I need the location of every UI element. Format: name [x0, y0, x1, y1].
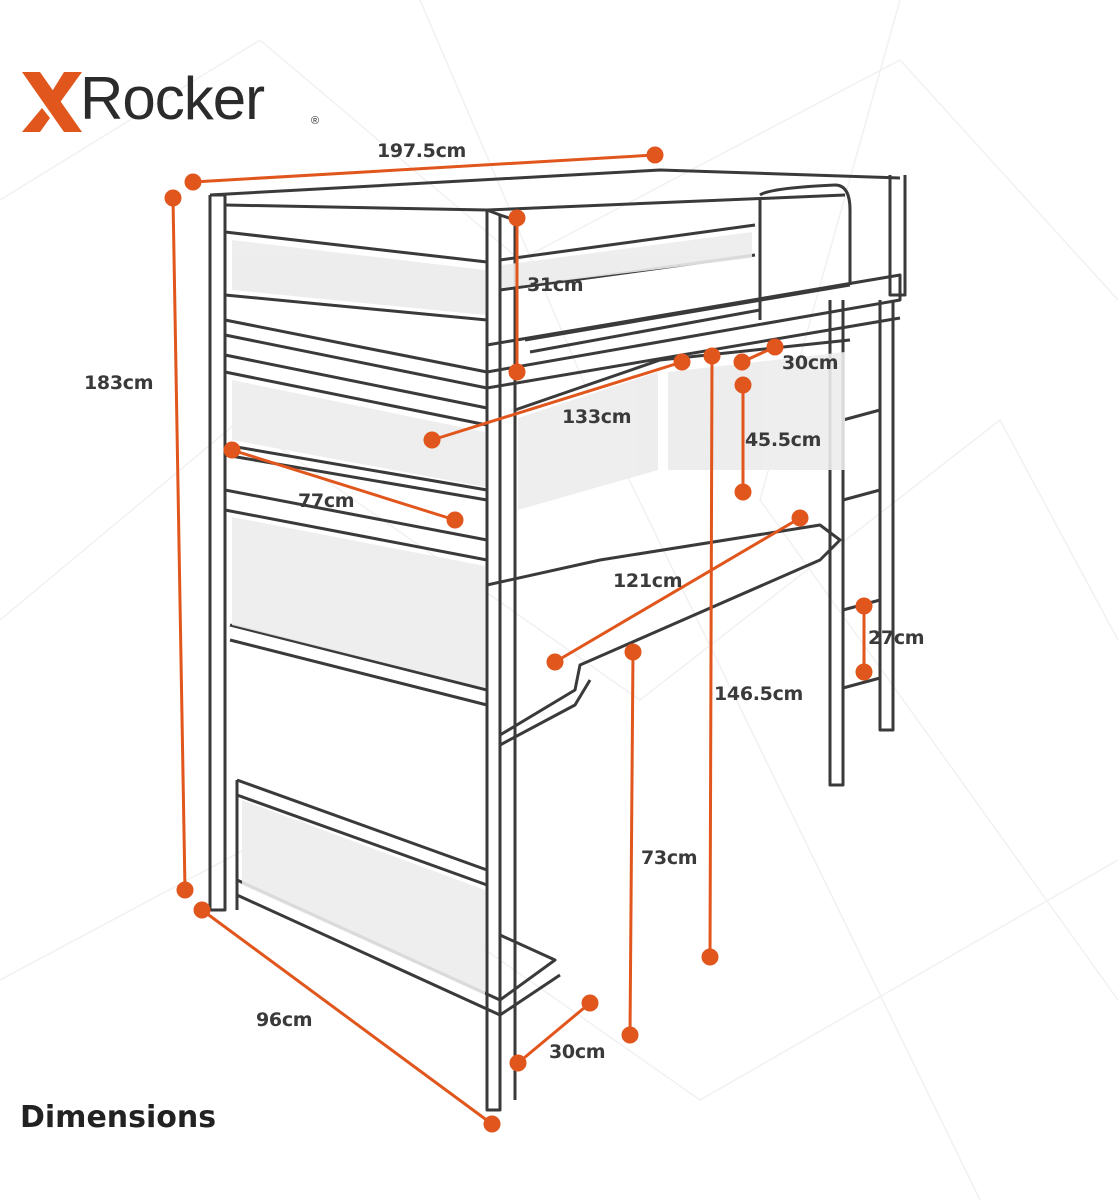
- label-width: 96cm: [256, 1009, 313, 1031]
- dot-footer-b: [581, 994, 599, 1012]
- dot-desk-upper-b: [673, 353, 691, 371]
- dot-length-start: [184, 173, 202, 191]
- dot-deskheight-top: [624, 643, 642, 661]
- dot-width-a: [193, 901, 211, 919]
- label-ladder-step: 27cm: [868, 627, 925, 649]
- dot-gap-bottom: [734, 483, 752, 501]
- dot-deskheight-bottom: [621, 1026, 639, 1044]
- dot-shelfdepth-a: [733, 353, 751, 371]
- label-length: 197.5cm: [377, 140, 467, 162]
- label-shelf-gap: 45.5cm: [745, 429, 822, 451]
- dot-underside-top: [703, 347, 721, 365]
- dot-width-b: [483, 1115, 501, 1133]
- dot-ladder-bottom: [855, 663, 873, 681]
- dot-footer-a: [509, 1054, 527, 1072]
- brand-name: Rocker: [80, 65, 265, 132]
- dot-height-top: [164, 189, 182, 207]
- dot-shelf-a: [223, 441, 241, 459]
- label-footer-depth: 30cm: [549, 1041, 606, 1063]
- x-mark-icon: [22, 72, 82, 132]
- dot-shelfdepth-b: [766, 338, 784, 356]
- label-shelf-depth: 30cm: [782, 352, 839, 374]
- dot-underside-bottom: [701, 948, 719, 966]
- label-underside-height: 146.5cm: [714, 683, 804, 705]
- xrocker-logo: [22, 72, 82, 132]
- dot-rail-bottom: [508, 363, 526, 381]
- label-height: 183cm: [84, 372, 154, 394]
- dot-desk-b: [791, 509, 809, 527]
- caption-title: Dimensions: [20, 1100, 217, 1135]
- dot-shelf-b: [446, 511, 464, 529]
- label-desk-width: 121cm: [613, 570, 683, 592]
- label-desk-height: 73cm: [641, 847, 698, 869]
- dot-ladder-top: [855, 597, 873, 615]
- dimension-lines: [164, 146, 873, 1133]
- dot-length-end: [646, 146, 664, 164]
- dot-rail-top: [508, 209, 526, 227]
- dot-desk-upper-a: [423, 431, 441, 449]
- label-rail-height: 31cm: [527, 274, 584, 296]
- label-shelf-width: 77cm: [298, 490, 355, 512]
- dot-desk-a: [546, 653, 564, 671]
- mesh-panels: [232, 232, 845, 995]
- dot-height-bottom: [176, 881, 194, 899]
- dot-gap-top: [734, 376, 752, 394]
- registered-mark: ®: [311, 115, 320, 127]
- label-desk-upper-width: 133cm: [562, 406, 632, 428]
